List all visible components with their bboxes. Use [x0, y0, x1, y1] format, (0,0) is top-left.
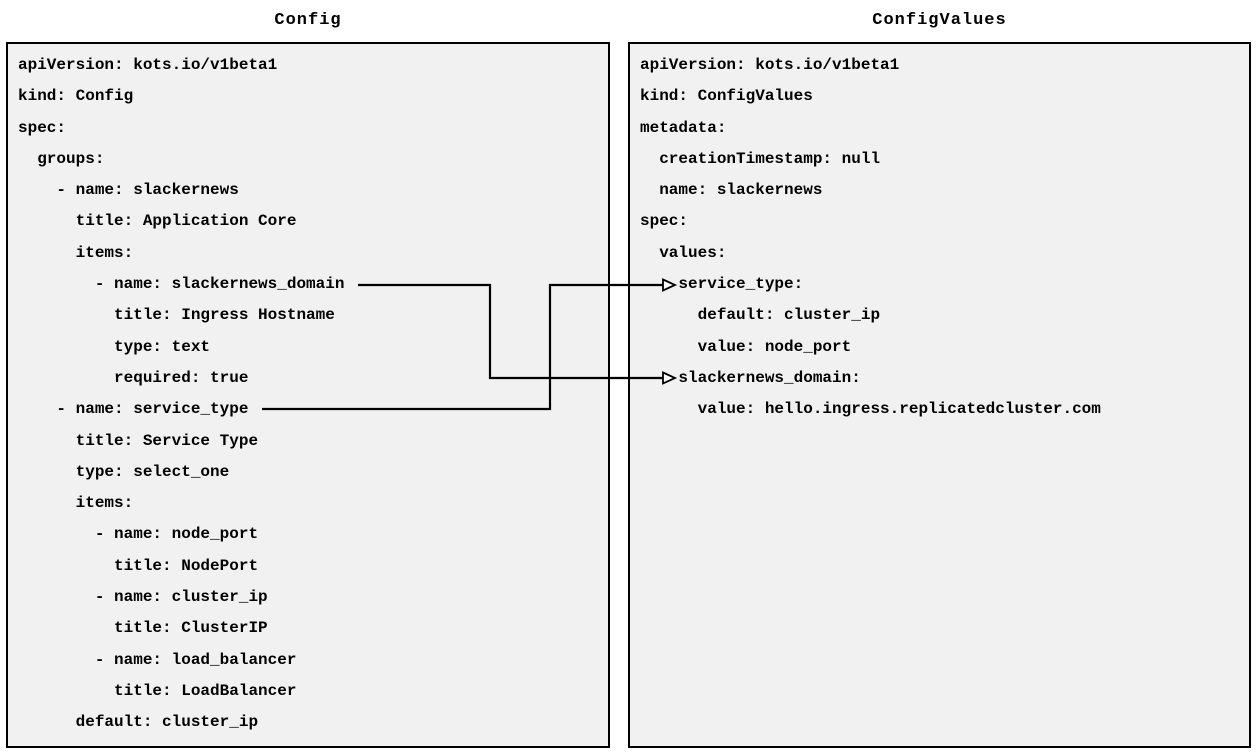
config-yaml-code: apiVersion: kots.io/v1beta1 kind: Config… [18, 56, 345, 732]
config-panel-title: Config [274, 11, 342, 30]
config-panel: apiVersion: kots.io/v1beta1 kind: Config… [6, 42, 610, 748]
configvalues-panel: apiVersion: kots.io/v1beta1 kind: Config… [628, 42, 1251, 748]
configvalues-yaml-code: apiVersion: kots.io/v1beta1 kind: Config… [640, 56, 1101, 419]
configvalues-panel-title: ConfigValues [872, 11, 1007, 30]
